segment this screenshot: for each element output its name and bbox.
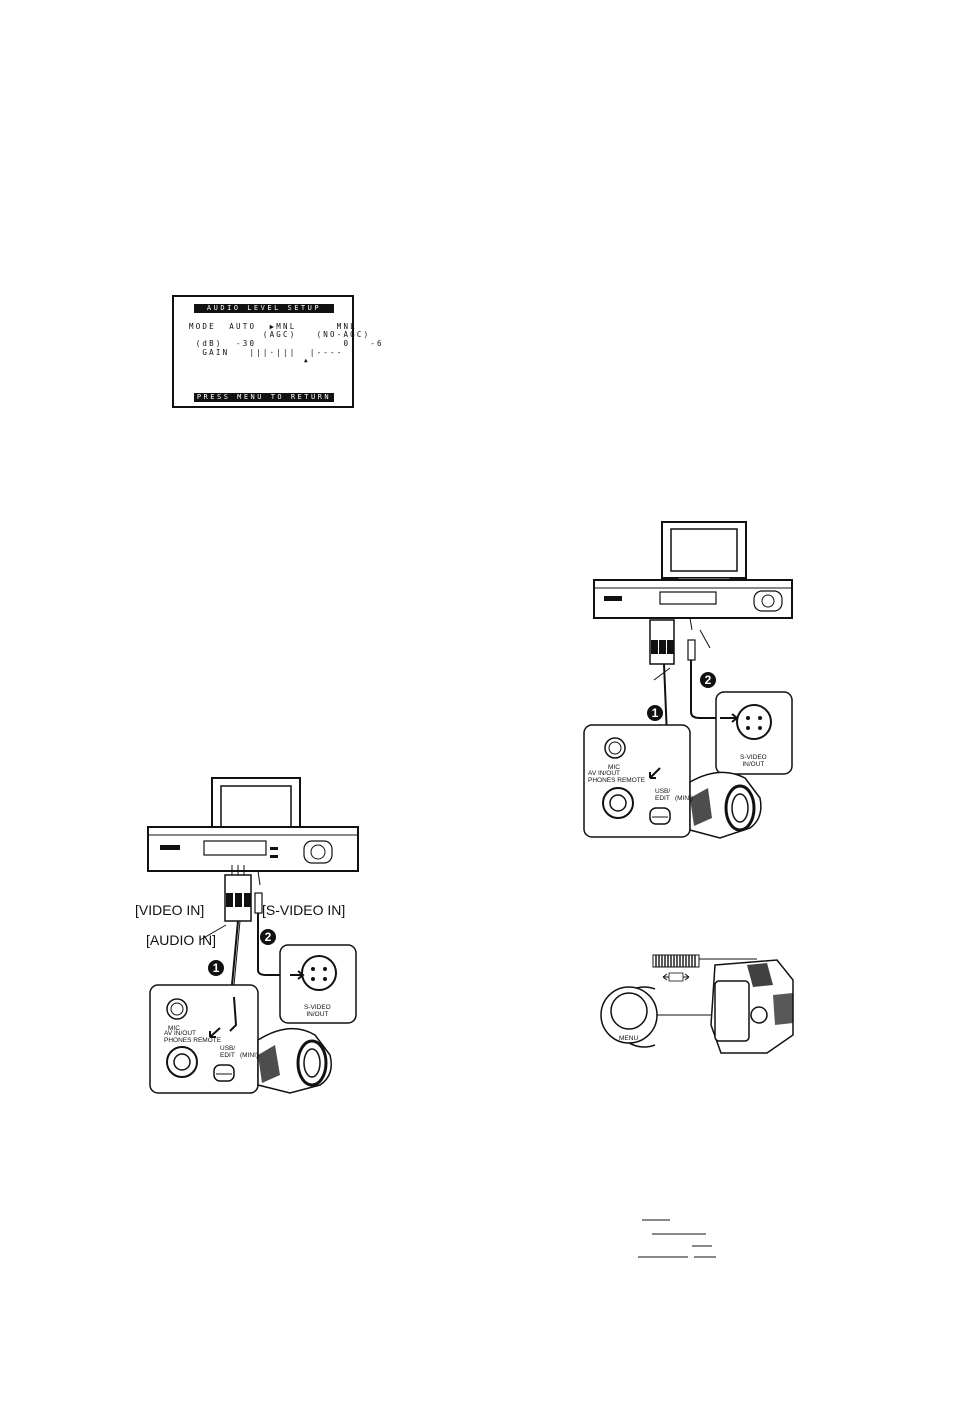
usb-edit-label: USB/ EDIT bbox=[220, 1045, 236, 1059]
menu-button-label: MENU bbox=[619, 1035, 639, 1042]
s-video-jack-label: S-VIDEO IN/OUT bbox=[304, 1004, 331, 1018]
menu-dial-diagram: MENU bbox=[597, 945, 797, 1055]
usb-edit-label-right: USB/ EDIT bbox=[655, 788, 671, 802]
step-2-marker: 2 bbox=[260, 929, 276, 945]
osd-db-row: (dB) -30 0 -6 bbox=[189, 339, 384, 348]
step-1-marker-right: 1 bbox=[647, 705, 663, 721]
osd-title: AUDIO LEVEL SETUP bbox=[194, 304, 334, 313]
av-jack-label-right: AV IN/OUT PHONES REMOTE bbox=[588, 770, 646, 784]
s-video-in-label: [S-VIDEO IN] bbox=[262, 902, 346, 918]
connection-diagram-right: 2 1 MIC AV IN/OUT PHONES REMOTE USB/ EDI… bbox=[580, 520, 800, 845]
menu-dial-illustration bbox=[600, 954, 794, 1054]
osd-footer: PRESS MENU TO RETURN bbox=[194, 393, 334, 402]
av-jack-label: AV IN/OUT PHONES REMOTE bbox=[164, 1030, 222, 1044]
connection-diagram-left: [VIDEO IN] [S-VIDEO IN] [AUDIO IN] 2 1 M… bbox=[135, 775, 370, 1095]
step-2-marker-right: 2 bbox=[700, 672, 716, 688]
tv-vcr-camera-illustration-left bbox=[147, 777, 359, 1094]
underline-marks bbox=[638, 1219, 716, 1258]
video-in-label: [VIDEO IN] bbox=[135, 902, 205, 918]
mini-label: (MINI) bbox=[240, 1052, 259, 1059]
osd-mode-row: MODE AUTO ▶MNL MNL bbox=[189, 322, 357, 331]
mic-label-right: MIC bbox=[608, 764, 620, 771]
step-1-marker: 1 bbox=[208, 960, 224, 976]
tv-vcr-camera-illustration-right bbox=[583, 521, 793, 839]
osd-agc-row: (AGC) (NO-AGC) bbox=[189, 330, 371, 339]
osd-level-marker: ▲ bbox=[304, 357, 310, 364]
osd-gain-row: GAIN |||·||| |---- bbox=[189, 348, 344, 357]
mic-label: MIC bbox=[168, 1025, 180, 1032]
audio-level-setup-screen: AUDIO LEVEL SETUP MODE AUTO ▶MNL MNL (AG… bbox=[172, 295, 382, 408]
mini-label-right: (MINI) bbox=[675, 795, 694, 802]
audio-in-label: [AUDIO IN] bbox=[146, 932, 217, 948]
s-video-jack-label-right: S-VIDEO IN/OUT bbox=[740, 754, 767, 768]
